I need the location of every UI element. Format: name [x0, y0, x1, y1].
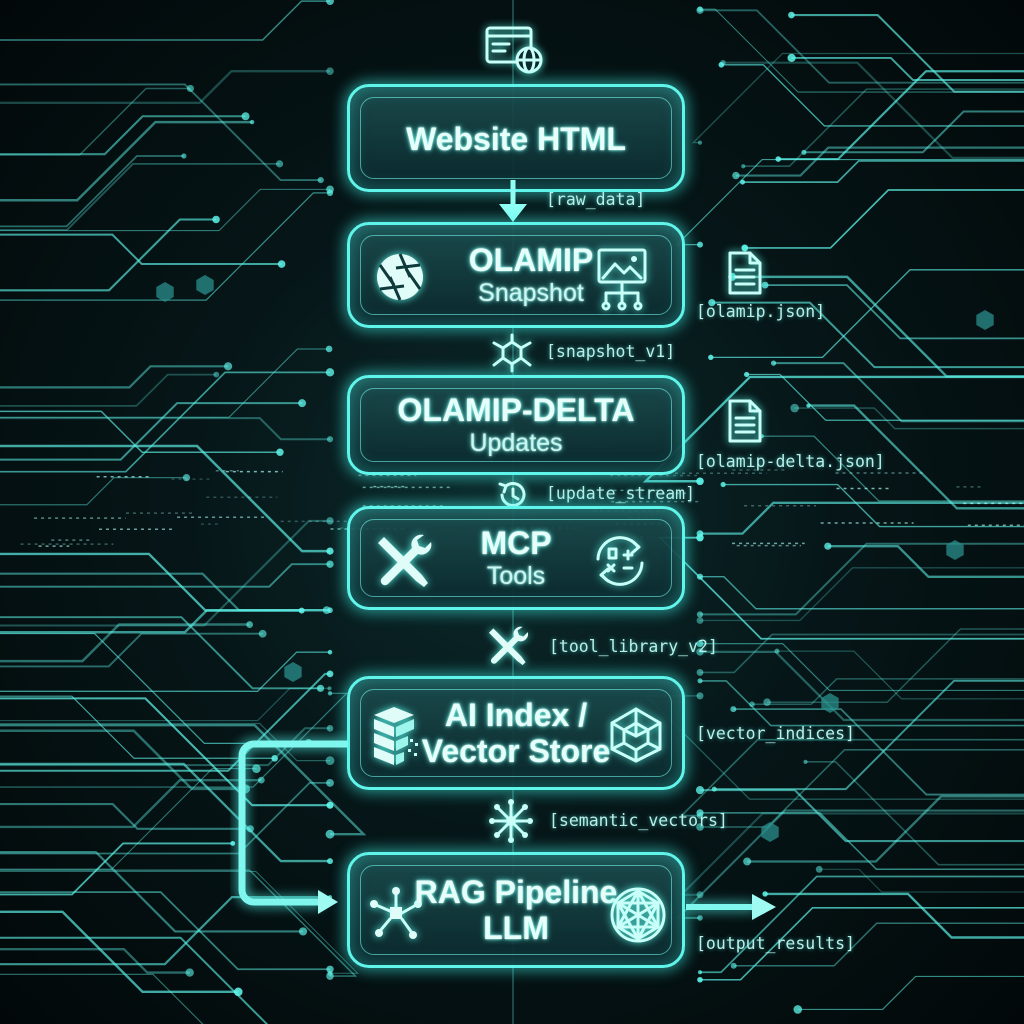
- rag-pipeline-title: RAG Pipeline: [414, 874, 618, 910]
- image-hierarchy-icon: [596, 247, 650, 311]
- feedback-arrow: [238, 740, 348, 914]
- aperture-icon: [374, 251, 426, 303]
- network-node-icon: [490, 333, 534, 373]
- sync-calculator-icon: [588, 529, 652, 593]
- document-icon: [727, 398, 763, 444]
- cube-network-icon: [606, 705, 666, 765]
- olamip-delta-node: OLAMIP-DELTA Updates: [347, 375, 685, 475]
- updates-subtitle: Updates: [469, 429, 563, 457]
- tag-olamip-delta-json: [olamip-delta.json]: [696, 452, 885, 471]
- vector-store-subtitle: Vector Store: [421, 733, 611, 769]
- wrench-screwdriver-icon: [374, 531, 434, 591]
- olamip-snapshot-node: OLAMIP Snapshot: [347, 222, 685, 328]
- history-clock-icon: [496, 480, 528, 510]
- tag-tool-library-v2: [tool_library_v2]: [549, 637, 718, 656]
- wrench-screwdriver-icon: [486, 622, 530, 670]
- document-icon: [727, 250, 763, 296]
- tag-raw-data: [raw_data]: [546, 190, 646, 209]
- mcp-tools-node: MCP Tools: [347, 506, 685, 610]
- output-arrow: [686, 894, 776, 920]
- tag-update-stream: [update_stream]: [546, 484, 696, 503]
- ai-index-title: AI Index /: [444, 697, 588, 733]
- tag-output-results: [output_results]: [696, 934, 855, 953]
- hub-icon: [488, 798, 534, 844]
- database-stack-icon: [368, 705, 420, 767]
- down-arrow-icon: [499, 180, 527, 222]
- snapshot-subtitle: Snapshot: [478, 279, 584, 307]
- tag-vector-indices: [vector_indices]: [696, 724, 855, 743]
- tools-subtitle: Tools: [486, 562, 546, 590]
- olamip-title: OLAMIP: [468, 242, 594, 278]
- tag-snapshot-v1: [snapshot_v1]: [546, 342, 676, 361]
- olamip-delta-title: OLAMIP-DELTA: [397, 392, 635, 428]
- hub-icon: [368, 885, 424, 941]
- website-html-node: Website HTML: [347, 84, 685, 192]
- neural-sphere-icon: [608, 885, 668, 945]
- tag-semantic-vectors: [semantic_vectors]: [549, 811, 728, 830]
- website-html-title: Website HTML: [406, 121, 626, 157]
- tag-olamip-json: [olamip.json]: [696, 302, 826, 321]
- rag-pipeline-node: RAG Pipeline LLM: [347, 852, 685, 968]
- browser-globe-icon: [485, 26, 547, 74]
- mcp-title: MCP: [480, 525, 552, 561]
- ai-index-node: AI Index / Vector Store: [347, 676, 685, 790]
- llm-subtitle: LLM: [483, 910, 549, 946]
